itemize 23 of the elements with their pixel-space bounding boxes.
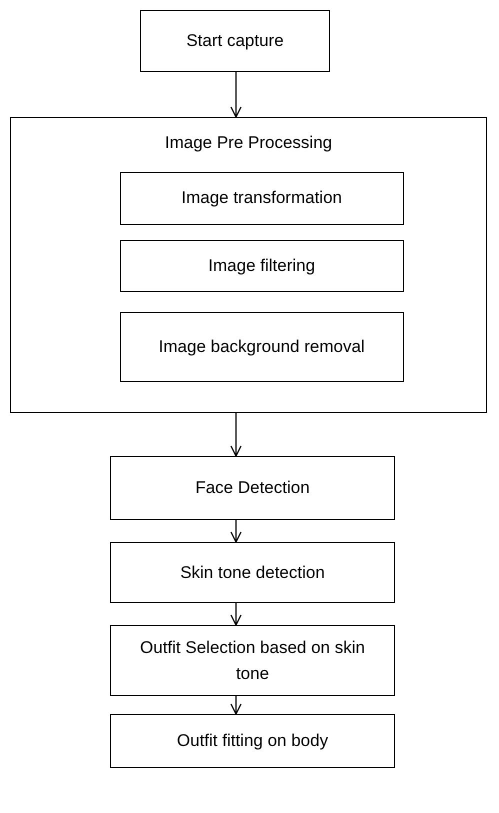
box-label: Image background removal <box>158 336 365 358</box>
box-label: Outfit Selection based on skin tone <box>139 637 366 684</box>
process-box <box>110 714 395 768</box>
process-box <box>120 172 404 225</box>
group-title: Image Pre Processing <box>164 132 332 154</box>
box-label: Image filtering <box>208 254 316 277</box>
box-label: Start capture <box>186 30 284 52</box>
process-box <box>120 312 404 382</box>
process-box <box>110 542 395 603</box>
process-box <box>120 240 404 292</box>
process-box <box>110 456 395 520</box>
arrow <box>230 72 242 118</box>
box-label: Outfit fitting on body <box>176 730 328 752</box>
box-label: Skin tone detection <box>180 562 325 584</box>
process-box <box>140 10 330 72</box>
process-box <box>110 625 395 696</box>
group-box <box>10 117 487 413</box>
box-label: Face Detection <box>195 477 310 500</box>
arrow <box>230 520 242 543</box>
box-label: Image transformation <box>181 187 342 210</box>
arrow <box>230 603 242 626</box>
arrow <box>230 413 242 457</box>
arrow <box>230 696 242 715</box>
